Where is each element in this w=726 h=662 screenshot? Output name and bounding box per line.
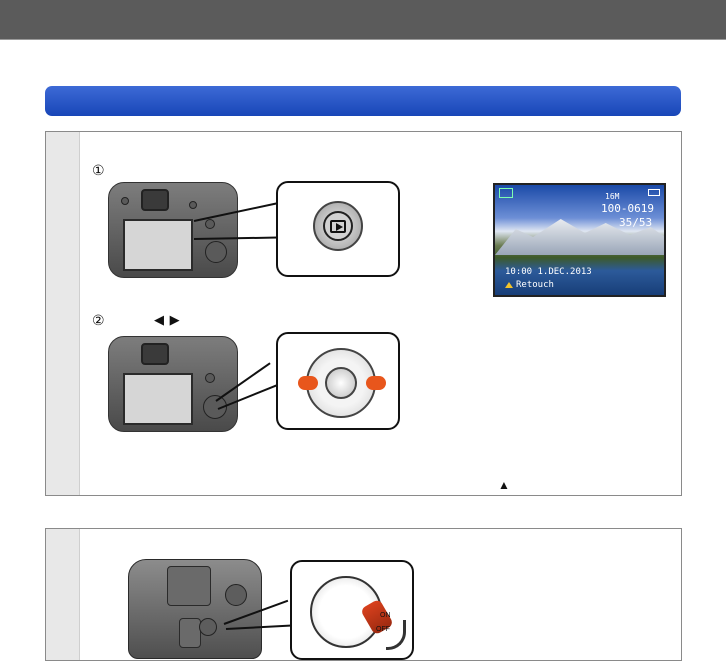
on-label: ON xyxy=(380,612,391,619)
button-dot xyxy=(189,201,197,209)
camera-top-illustration xyxy=(128,559,262,659)
flash-hump xyxy=(167,566,211,606)
right-arrow-highlight xyxy=(366,376,386,390)
left-arrow-highlight xyxy=(298,376,318,390)
cursor-dial xyxy=(306,348,376,418)
substep-2-marker: ② xyxy=(92,313,105,327)
power-switch-callout: ON OFF xyxy=(290,560,414,660)
viewfinder xyxy=(141,343,169,365)
shutter-button xyxy=(199,618,217,636)
step-number-gutter xyxy=(46,132,80,495)
playback-preview-screen: 16M 100-0619 35/53 10:00 1.DEC.2013 Reto… xyxy=(493,183,666,297)
playback-mode-icon xyxy=(499,188,513,198)
camera-back-illustration xyxy=(108,182,238,278)
playback-button-callout xyxy=(276,181,400,277)
mode-dial xyxy=(225,584,247,606)
cursor-arrows-icon: ◀ ▶ xyxy=(154,312,181,328)
lcd-screen xyxy=(123,373,193,425)
battery-icon xyxy=(648,189,660,196)
lcd-screen xyxy=(123,219,193,271)
size-badge: 16M xyxy=(605,191,619,202)
step-2-panel: ON OFF xyxy=(45,528,682,661)
file-number: 100-0619 xyxy=(601,203,654,214)
date-time: 10:00 1.DEC.2013 xyxy=(505,267,592,278)
cursor-button-callout xyxy=(276,332,400,430)
section-heading-bar xyxy=(45,86,681,116)
up-arrow-icon: ▲ xyxy=(498,478,510,492)
button-dot xyxy=(121,197,129,205)
retouch-triangle-icon xyxy=(505,282,513,288)
rotate-arrow-icon xyxy=(386,620,406,650)
image-count: 35/53 xyxy=(619,217,652,228)
button-dot xyxy=(205,373,215,383)
header-bar xyxy=(0,0,726,40)
viewfinder xyxy=(141,189,169,211)
substep-1-marker: ① xyxy=(92,163,105,177)
retouch-hint: Retouch xyxy=(505,280,554,291)
control-dial xyxy=(205,241,227,263)
button-dot xyxy=(205,219,215,229)
step-number-gutter xyxy=(46,529,80,660)
playback-button-icon xyxy=(313,201,363,251)
camera-back-illustration xyxy=(108,336,238,432)
lens-mount xyxy=(179,618,201,648)
